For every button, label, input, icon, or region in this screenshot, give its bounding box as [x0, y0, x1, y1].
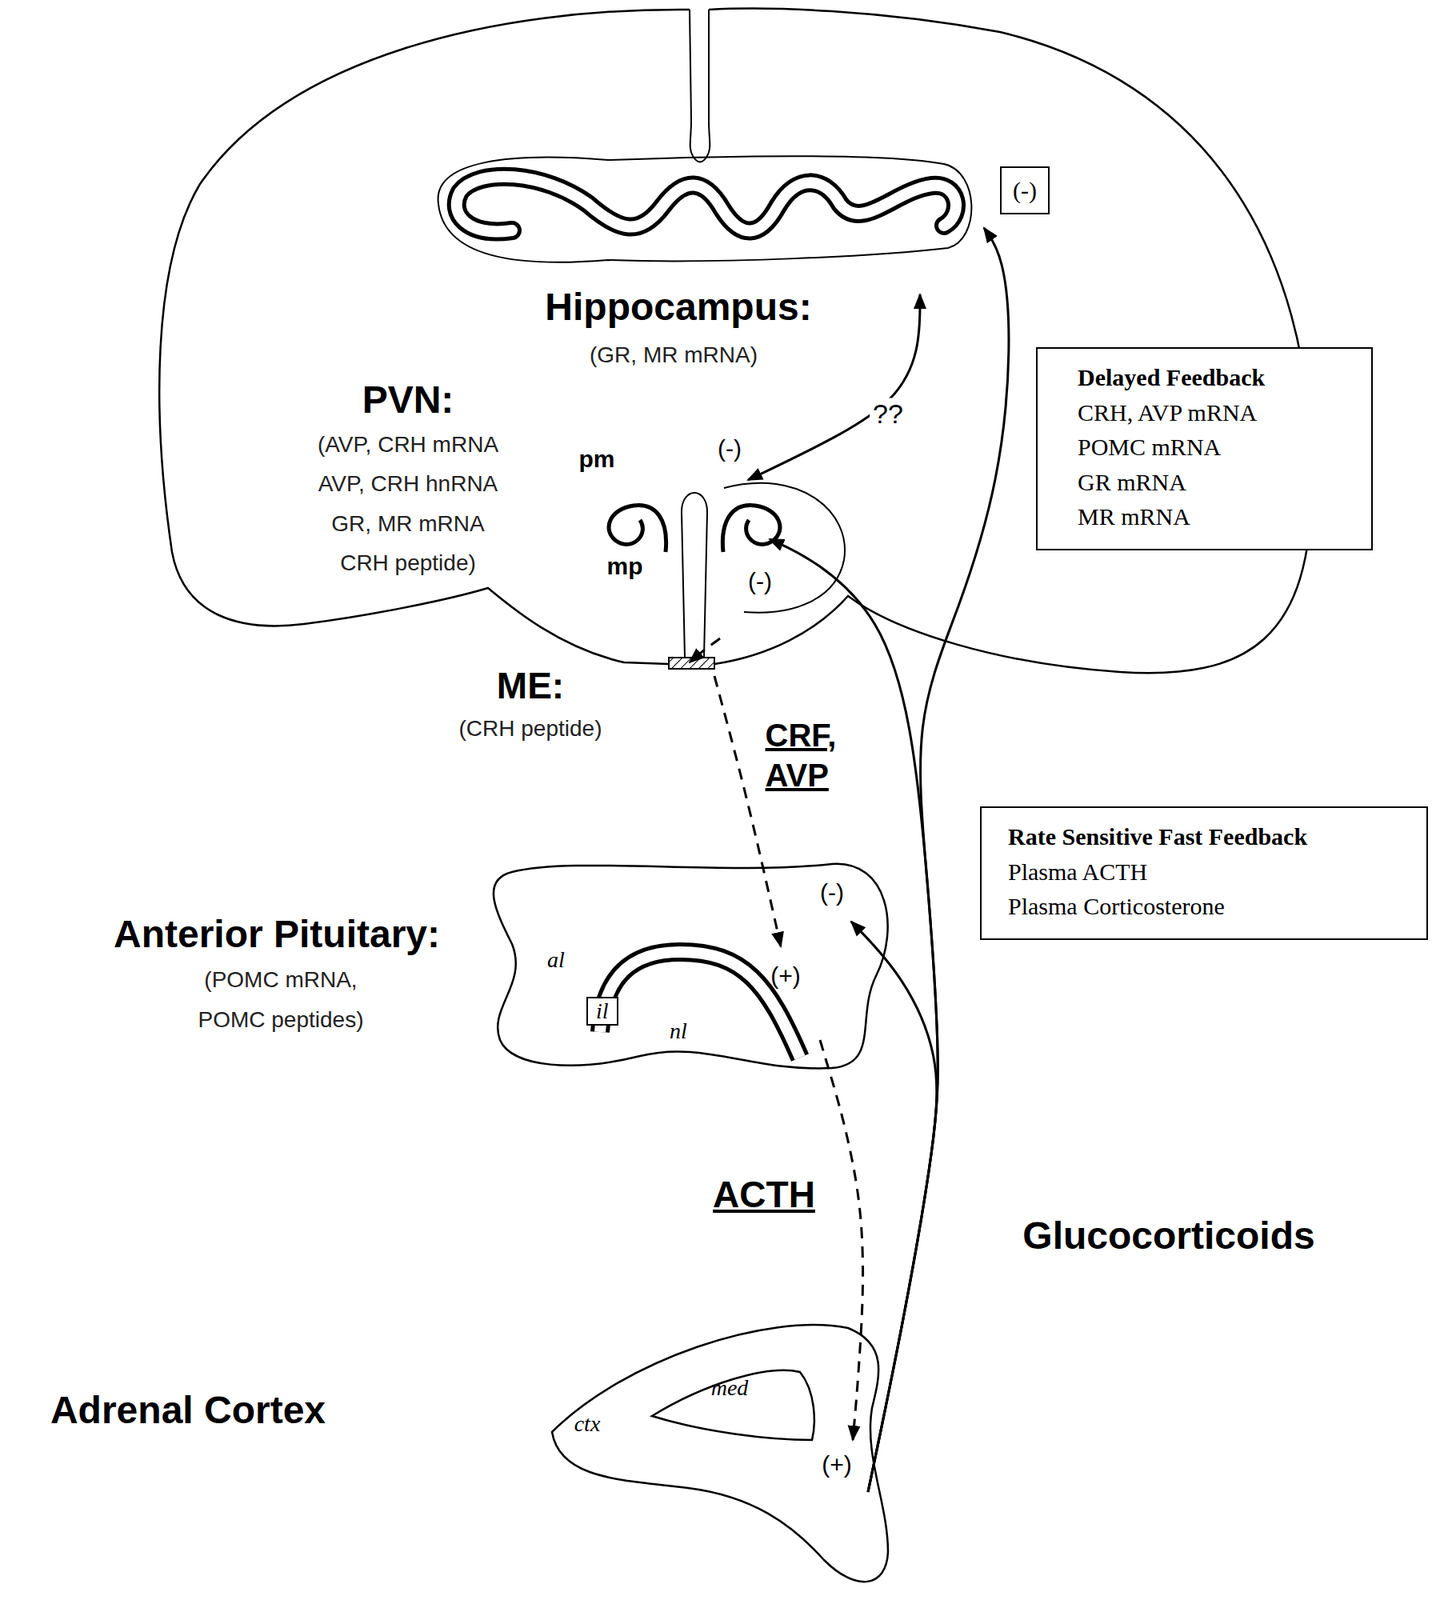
hormone-flow-arrow: [689, 638, 720, 663]
region-abbrev: mp: [607, 552, 644, 580]
node-body: CRH, AVP mRNA: [1077, 395, 1356, 431]
feedback-sign: (-): [717, 435, 742, 463]
hippocampus-contour: [438, 156, 972, 263]
edge-label: CRF, AVP: [762, 715, 840, 796]
intermediate-lobe-core: [600, 952, 800, 1058]
node-heading: ME:: [496, 664, 564, 708]
median-eminence: [668, 657, 715, 669]
node-heading: Anterior Pituitary:: [113, 912, 440, 956]
node-body: POMC mRNA: [1077, 429, 1356, 465]
node-heading: Rate Sensitive Fast Feedback: [1008, 819, 1411, 855]
adrenal-medulla: [652, 1370, 815, 1440]
feedback-arrow: [769, 539, 938, 1492]
node-heading: Hippocampus:: [544, 284, 812, 329]
node-body: MR mRNA: [1077, 499, 1356, 535]
third-ventricle: [681, 492, 708, 658]
hippocampus-band: [456, 176, 956, 232]
adrenal-outline: [552, 1324, 888, 1582]
node-heading: (-): [1012, 172, 1037, 208]
node-body: GR mRNA: [1077, 464, 1356, 500]
node-body: AVP, CRH hnRNA: [318, 471, 499, 497]
node-body: CRH peptide): [340, 550, 476, 576]
feedback-sign: (-): [820, 879, 844, 907]
node-body: Plasma Corticosterone: [1008, 888, 1411, 924]
node-body: (CRH peptide): [459, 716, 603, 742]
node-body: (GR, MR mRNA): [589, 342, 758, 368]
hippocampus-band-core: [456, 176, 956, 232]
lobe-box: il: [586, 996, 619, 1026]
midline-fissure: [689, 9, 710, 163]
node-body: (AVP, CRH mRNA: [317, 432, 499, 458]
pvn-left: [608, 505, 667, 552]
pituitary-outline: [493, 864, 888, 1069]
node-heading: PVN:: [362, 377, 455, 422]
brain-outline: [159, 8, 1312, 674]
hypothalamus-contour: [724, 483, 845, 613]
node-body: (POMC mRNA, POMC peptides): [184, 960, 377, 1040]
hormone-label: Glucocorticoids: [1022, 1213, 1315, 1258]
node-heading: il: [596, 998, 609, 1024]
stimulus-sign: (+): [821, 1451, 852, 1479]
region-abbrev: pm: [579, 445, 616, 473]
hormone-flow-arrow: [820, 1040, 864, 1440]
adrenal-region: Adrenal Cortex: [8, 1312, 928, 1596]
median-eminence-region: ME: (CRH peptide): [448, 652, 736, 752]
intermediate-lobe-band: [600, 952, 800, 1058]
fast-feedback-box: Rate Sensitive Fast FeedbackPlasma ACTHP…: [980, 806, 1428, 940]
zone-abbrev: ctx: [574, 1411, 601, 1437]
edge-label: ??: [869, 398, 907, 430]
node-body: Plasma ACTH: [1008, 854, 1411, 890]
feedback-sign: (-): [748, 568, 772, 596]
pvn-region: PVN: (AVP, CRH mRNA AVP, CRH hnRNA GR, MR m…: [272, 372, 864, 668]
lobe-abbrev: nl: [669, 1018, 688, 1044]
node-heading: Adrenal Cortex: [50, 1388, 326, 1432]
node-heading: Delayed Feedback: [1077, 360, 1356, 396]
edge-label: ACTH: [709, 1172, 819, 1216]
pvn-right: [722, 505, 780, 552]
feedback-box: (-): [1000, 166, 1050, 215]
stimulus-sign: (+): [770, 962, 801, 990]
lobe-abbrev: al: [547, 947, 565, 973]
hippocampus-region: Hippocampus: (GR, MR mRNA): [416, 144, 984, 376]
delayed-feedback-box: Delayed FeedbackCRH, AVP mRNAPOMC mRNAGR…: [1036, 347, 1373, 551]
zone-abbrev: med: [711, 1375, 749, 1401]
node-body: GR, MR mRNA: [331, 511, 484, 537]
